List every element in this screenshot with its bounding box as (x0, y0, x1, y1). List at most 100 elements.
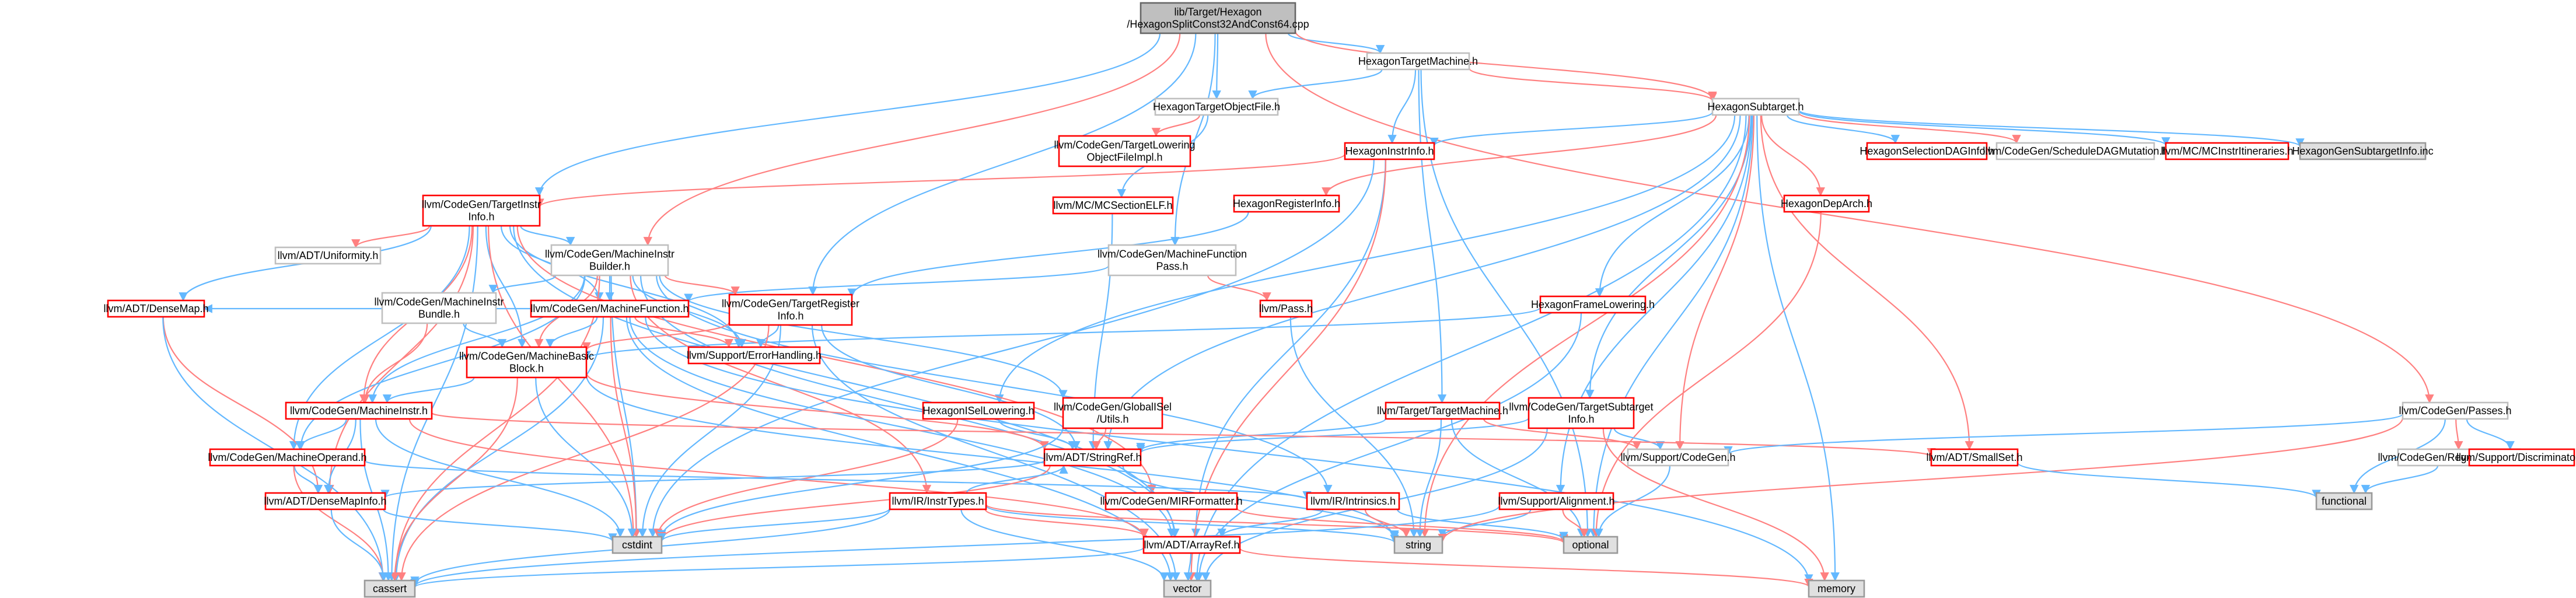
node-iit[interactable]: llvm/IR/InstrTypes.h (889, 492, 987, 510)
edge-line (1183, 552, 1193, 582)
node-scg[interactable]: llvm/Support/CodeGen.h (1620, 448, 1736, 467)
edge-hst-to-string (1420, 114, 1750, 538)
node-box (1393, 536, 1443, 554)
edge-line (2454, 418, 2463, 450)
edge-line (1289, 316, 1418, 538)
node-mcse[interactable]: llvm/MC/MCSectionELF.h (1052, 196, 1174, 215)
node-root: lib/Target/Hexagon/HexagonSplitConst32An… (1127, 2, 1309, 34)
node-salign[interactable]: llvm/Support/Alignment.h (1498, 492, 1615, 510)
edge-line (516, 225, 1156, 494)
node-disc[interactable]: llvm/Support/Discriminator.h (2456, 448, 2576, 467)
edge-mf-to-mbb (546, 316, 598, 348)
edge-line (535, 153, 1346, 208)
edge-intr-to-aref (1217, 509, 1324, 538)
node-hri[interactable]: HexagonRegisterInfo.h (1233, 194, 1340, 213)
node-label: llvm/IR/InstrTypes.h (892, 495, 984, 507)
edge-line (1418, 69, 1447, 404)
edge-iit-to-cstdint (657, 508, 891, 543)
edge-line (380, 459, 1046, 499)
edge-hst-to-scg (1675, 114, 1754, 450)
node-mo[interactable]: llvm/CodeGen/MachineOperand.h (208, 448, 367, 467)
edge-mbb-to-string (585, 374, 1399, 541)
edge-hst-to-sref (1103, 114, 1741, 450)
node-mcii[interactable]: llvm/MC/MCInstrItineraries.h (2161, 142, 2294, 160)
edge-root-to-hst (1294, 30, 1717, 101)
edge-mib-to-mi (368, 275, 585, 404)
edge-line (985, 503, 1568, 544)
edge-mf-to-errh (634, 316, 733, 348)
edge-mi-to-sset (431, 412, 1935, 457)
edge-line (2361, 465, 2439, 494)
node-box (1233, 194, 1340, 213)
node-unif[interactable]: llvm/ADT/Uniformity.h (274, 246, 382, 265)
edge-line (582, 321, 730, 352)
node-label: llvm/CodeGen/MachineInstr.h (290, 405, 428, 417)
node-hfl[interactable]: HexagonFrameLowering.h (1531, 295, 1655, 314)
node-htm[interactable]: HexagonTargetMachine.h (1358, 52, 1478, 71)
edge-line (1212, 33, 1221, 100)
edge-tsi-to-scg (1613, 428, 1665, 450)
node-box (274, 246, 382, 265)
node-passes[interactable]: llvm/CodeGen/Passes.h (2399, 401, 2512, 420)
node-hii[interactable]: HexagonInstrInfo.h (1344, 142, 1435, 160)
node-errh[interactable]: llvm/Support/ErrorHandling.h (687, 346, 822, 365)
edge-line (966, 464, 1068, 494)
edge-line (756, 324, 780, 348)
node-sdm[interactable]: llvm/CodeGen/ScheduleDAGMutation.h (1983, 142, 2168, 160)
node-dmi[interactable]: llvm/ADT/DenseMapInfo.h (264, 492, 387, 510)
edge-line (1675, 114, 1754, 450)
edge-ttm-to-sref (1136, 418, 1387, 452)
node-dmap[interactable]: llvm/ADT/DenseMap.h (103, 299, 209, 318)
node-hsdag[interactable]: HexagonSelectionDAGInfo.h (1860, 142, 1994, 160)
node-label: optional (1572, 539, 1609, 551)
edge-mi-to-cstdint (375, 418, 625, 538)
node-mirf[interactable]: llvm/CodeGen/MIRFormatter.h (1100, 492, 1243, 510)
edge-intr-to-string (1364, 509, 1411, 538)
node-tlof[interactable]: llvm/CodeGen/TargetLoweringObjectFileImp… (1054, 135, 1196, 167)
edge-sref-to-cstdint (657, 465, 1051, 541)
edge-hst-to-hri (1322, 114, 1717, 197)
edge-iit-to-aref (984, 509, 1149, 538)
edge-line (509, 225, 743, 348)
edge-dmi-to-cstdint (383, 509, 617, 543)
node-hst[interactable]: HexagonSubtarget.h (1707, 97, 1804, 116)
node-mf[interactable]: llvm/CodeGen/MachineFunction.h (530, 299, 690, 318)
node-box (1930, 448, 2019, 467)
edge-line (410, 547, 1145, 589)
edge-hst-to-hsdag (1787, 114, 1900, 144)
edge-mbb-to-mi (382, 377, 475, 404)
edge-mibun-to-mbb (463, 323, 507, 348)
node-intr[interactable]: llvm/IR/Intrinsics.h (1306, 492, 1400, 510)
edge-line (293, 465, 388, 582)
edge-line (330, 509, 389, 582)
node-mi[interactable]: llvm/CodeGen/MachineInstr.h (285, 401, 433, 420)
edge-line (485, 225, 527, 348)
node-label: llvm/CodeGen/MachineFunction (1097, 249, 1247, 260)
node-label: /HexagonSplitConst32AndConst64.cpp (1127, 19, 1309, 30)
node-sref[interactable]: llvm/ADT/StringRef.h (1043, 448, 1142, 467)
node-htof[interactable]: HexagonTargetObjectFile.h (1153, 97, 1280, 116)
edge-root-to-htm (1287, 33, 1385, 54)
node-gisu[interactable]: llvm/CodeGen/GlobalISel/Utils.h (1054, 397, 1172, 429)
node-ttm[interactable]: llvm/Target/TargetMachine.h (1377, 401, 1508, 420)
node-aref[interactable]: llvm/ADT/ArrayRef.h (1142, 536, 1241, 554)
edge-hst-to-mcii (1798, 110, 2170, 146)
node-passh[interactable]: llvm/Pass.h (1259, 299, 1313, 318)
node-label: llvm/Support/ErrorHandling.h (687, 349, 822, 361)
edge-line (1592, 211, 1822, 538)
edge-iit-to-string (985, 505, 1399, 544)
edge-gisu-to-sref (1092, 428, 1107, 450)
node-hsl[interactable]: HexagonISelLowering.h (922, 401, 1035, 420)
edge-line (656, 275, 1333, 494)
node-sset[interactable]: llvm/ADT/SmallSet.h (1926, 448, 2023, 467)
edge-line (351, 225, 431, 249)
node-hdep[interactable]: HexagonDepArch.h (1781, 194, 1872, 213)
node-label: memory (1817, 583, 1855, 594)
